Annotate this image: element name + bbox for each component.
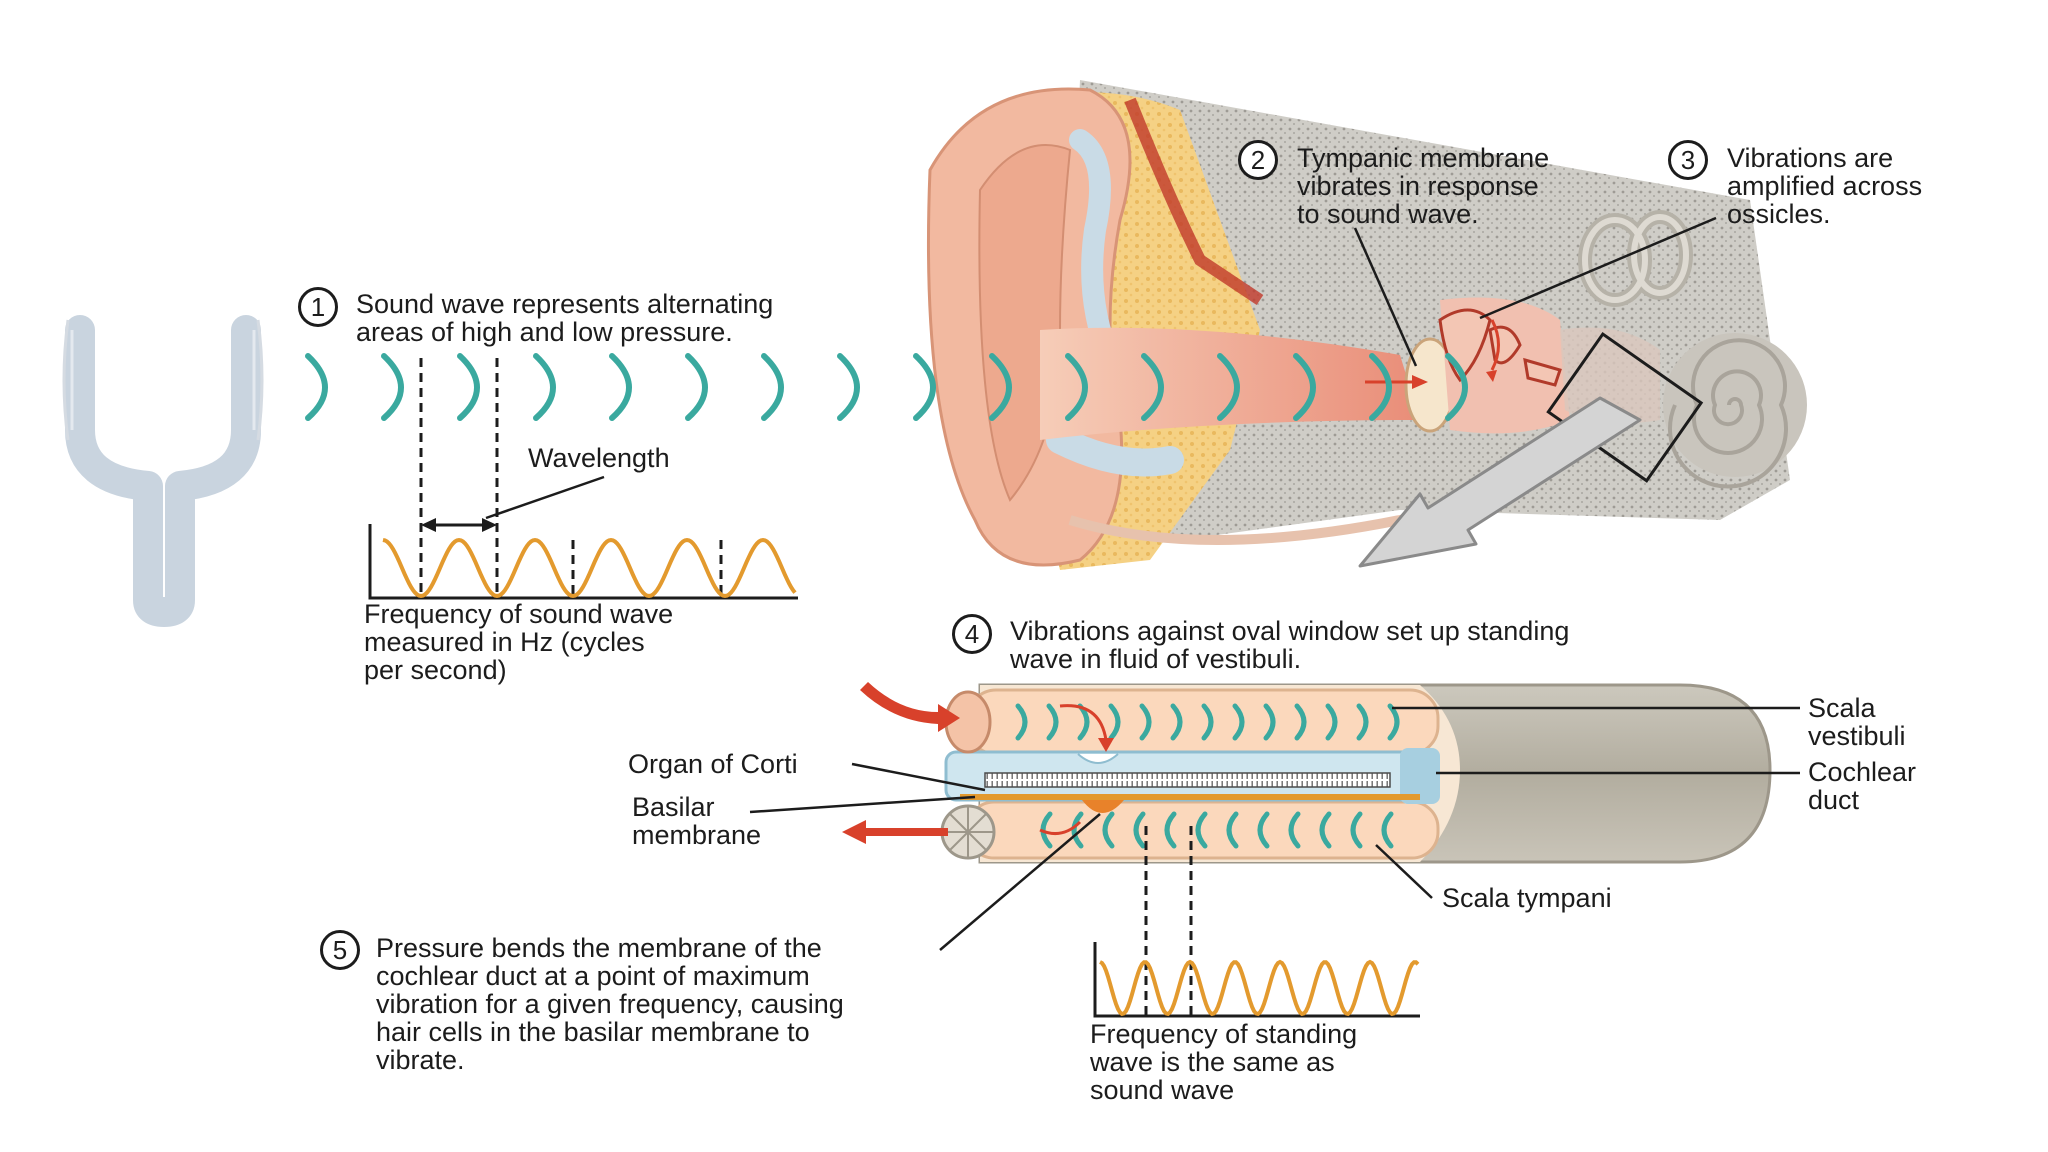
vestibuli-wave-arc [1170,703,1183,741]
scala-vestibuli-line-2: vestibuli [1808,721,1906,751]
cochlear-duct-label: Cochlear duct [1808,758,1916,814]
leader-lines [749,216,1800,951]
standing-frequency-line-1: Frequency of standing [1090,1019,1358,1049]
sound-wave-arc [837,353,860,421]
step-3-badge: 3 [1668,140,1708,180]
tuning-fork-icon [62,315,264,627]
sound-frequency-graph [368,524,798,600]
step-1-line-2: areas of high and low pressure. [356,317,733,347]
tympani-wave-arc [1071,811,1084,849]
tympani-wave-arc [1319,811,1332,849]
sound-wave-arc [1369,353,1392,421]
scala-vestibuli-line-1: Scala [1808,693,1876,723]
sound-frequency-line-2: measured in Hz (cycles [364,627,645,657]
step-2-line-3: to sound wave. [1297,199,1479,229]
sound-wave-arc [305,353,328,421]
basilar-membrane-line-2: membrane [632,820,762,850]
step-3-line-1: Vibrations are [1727,143,1894,173]
step-1-badge: 1 [298,287,338,327]
basilar-membrane-line-1: Basilar [632,792,715,822]
vestibuli-wave-arc [1294,703,1307,741]
cochlear-duct-line-1: Cochlear [1808,757,1917,787]
vestibuli-wave-arc [1015,703,1028,741]
sound-frequency-line-1: Frequency of sound wave [364,599,674,629]
sound-frequency-line-3: per second) [364,655,507,685]
vestibuli-wave-arc [1108,703,1121,741]
cochlear-duct-line-2: duct [1808,785,1860,815]
vestibuli-wave-arc [1263,703,1276,741]
vestibuli-wave-arc [1139,703,1152,741]
standing-wave-markers [1144,826,1193,1016]
step-5-caption: Pressure bends the membrane of the cochl… [376,934,844,1074]
vestibuli-wave-arc [1201,703,1214,741]
tympani-wave-arc [1288,811,1301,849]
step-3-line-2: amplified across [1727,171,1923,201]
sound-wave [305,353,1468,421]
tympani-wave-arc [1257,811,1270,849]
standing-frequency-line-2: wave is the same as [1090,1047,1335,1077]
step-1-caption: Sound wave represents alternating areas … [356,290,773,346]
step-2-line-2: vibrates in response [1297,171,1539,201]
vestibuli-wave-arc [1356,703,1369,741]
step-5-badge: 5 [320,930,360,970]
step-4-caption: Vibrations against oval window set up st… [1010,617,1569,673]
tympani-wave-arc [1381,811,1394,849]
fluid-flow-arrows [842,682,1114,844]
sound-wave-arc [1141,353,1164,421]
step-4-badge: 4 [952,614,992,654]
tympani-wave-arc [1350,811,1363,849]
step-3-caption: Vibrations are amplified across ossicles… [1727,144,1922,228]
sound-wave-arc [913,353,936,421]
sound-wave-arc [1293,353,1316,421]
standing-wave [1015,703,1400,849]
sound-wave-arc [1445,353,1468,421]
tympani-wave-arc [1164,811,1177,849]
sound-wave-arc [381,353,404,421]
tympani-wave-arc [1102,811,1115,849]
wavelength-markers [419,358,723,598]
sound-wave-arc [533,353,556,421]
tympani-wave-arc [1195,811,1208,849]
wavelength-arrow [421,475,605,532]
vestibuli-wave-arc [1232,703,1245,741]
step-4-line-2: wave in fluid of vestibuli. [1010,644,1302,674]
vestibuli-wave-arc [1325,703,1338,741]
sound-wave-arc [761,353,784,421]
sound-wave-arc [457,353,480,421]
step-5-line-4: hair cells in the basilar membrane to [376,1017,810,1047]
step-5-line-5: vibrate. [376,1045,465,1075]
vestibuli-wave-arc [1046,703,1059,741]
step-2-caption: Tympanic membrane vibrates in response t… [1297,144,1549,228]
step-1-line-1: Sound wave represents alternating [356,289,774,319]
standing-frequency-line-3: sound wave [1090,1075,1235,1105]
standing-frequency-caption: Frequency of standing wave is the same a… [1090,1020,1357,1104]
scala-vestibuli-label: Scala vestibuli [1808,694,1906,750]
sound-frequency-caption: Frequency of sound wave measured in Hz (… [364,600,673,684]
cochlea-icon [1663,333,1807,489]
step-4-line-1: Vibrations against oval window set up st… [1010,616,1570,646]
tympani-wave-arc [1133,811,1146,849]
step-5-line-3: vibration for a given frequency, causing [376,989,844,1019]
step-3-line-3: ossicles. [1727,199,1831,229]
step-5-line-1: Pressure bends the membrane of the [376,933,822,963]
standing-frequency-graph [1093,942,1420,1018]
organ-of-corti-label: Organ of Corti [628,749,798,779]
step-5-line-2: cochlear duct at a point of maximum [376,961,810,991]
tympani-wave-arc [1226,811,1239,849]
sound-wave-arc [1065,353,1088,421]
sound-wave-arc [685,353,708,421]
wavelength-label: Wavelength [528,443,670,473]
sound-wave-arc [989,353,1012,421]
scala-tympani-label: Scala tympani [1442,883,1612,913]
step-2-badge: 2 [1238,140,1278,180]
basilar-membrane-label: Basilar membrane [632,793,761,849]
sound-wave-arc [1217,353,1240,421]
step-2-line-1: Tympanic membrane [1297,143,1550,173]
zoom-arrow [1358,396,1642,568]
sound-wave-arc [609,353,632,421]
round-window-icon [940,804,996,860]
